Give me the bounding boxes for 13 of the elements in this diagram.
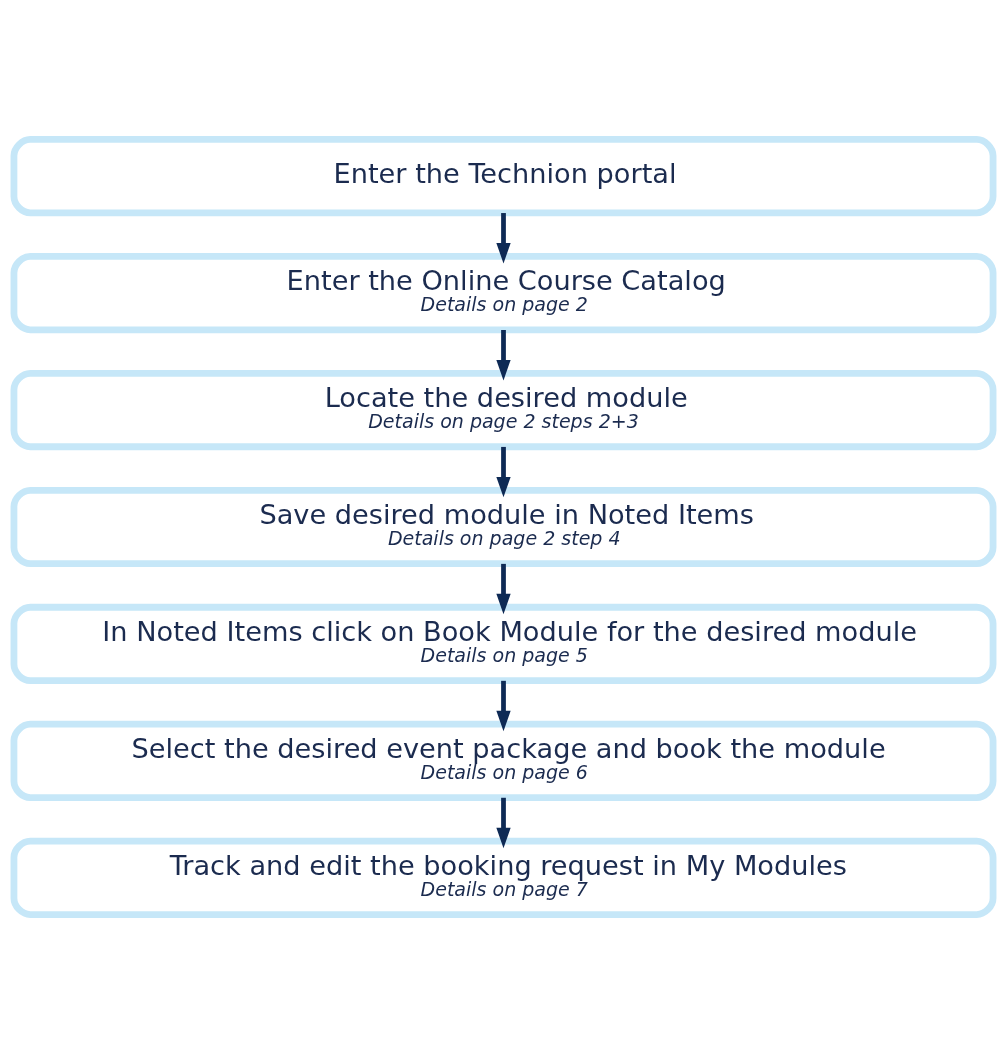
node-box: Enter the Online Course Catalog Details on page 2 [10,253,997,334]
node-box: Locate the desired module Details on page 2 steps 2+3 [10,369,997,451]
node-box: Select the desired event package and book the module Details on page 6 [10,720,997,801]
arrow [496,563,511,615]
arrow [496,680,511,732]
node-box: In Noted Items click on Book Module for the desired module Details on page 5 [10,603,997,685]
node-box: Enter the Technion portal [10,136,997,217]
node-box: Save desired module in Noted Items Details on page 2 step 4 [10,486,997,568]
arrow [496,446,511,498]
arrow [496,213,511,264]
node-box: Track and edit the booking request in My Modules Details on page 7 [10,837,997,918]
arrow [496,330,511,381]
arrow [496,797,511,849]
